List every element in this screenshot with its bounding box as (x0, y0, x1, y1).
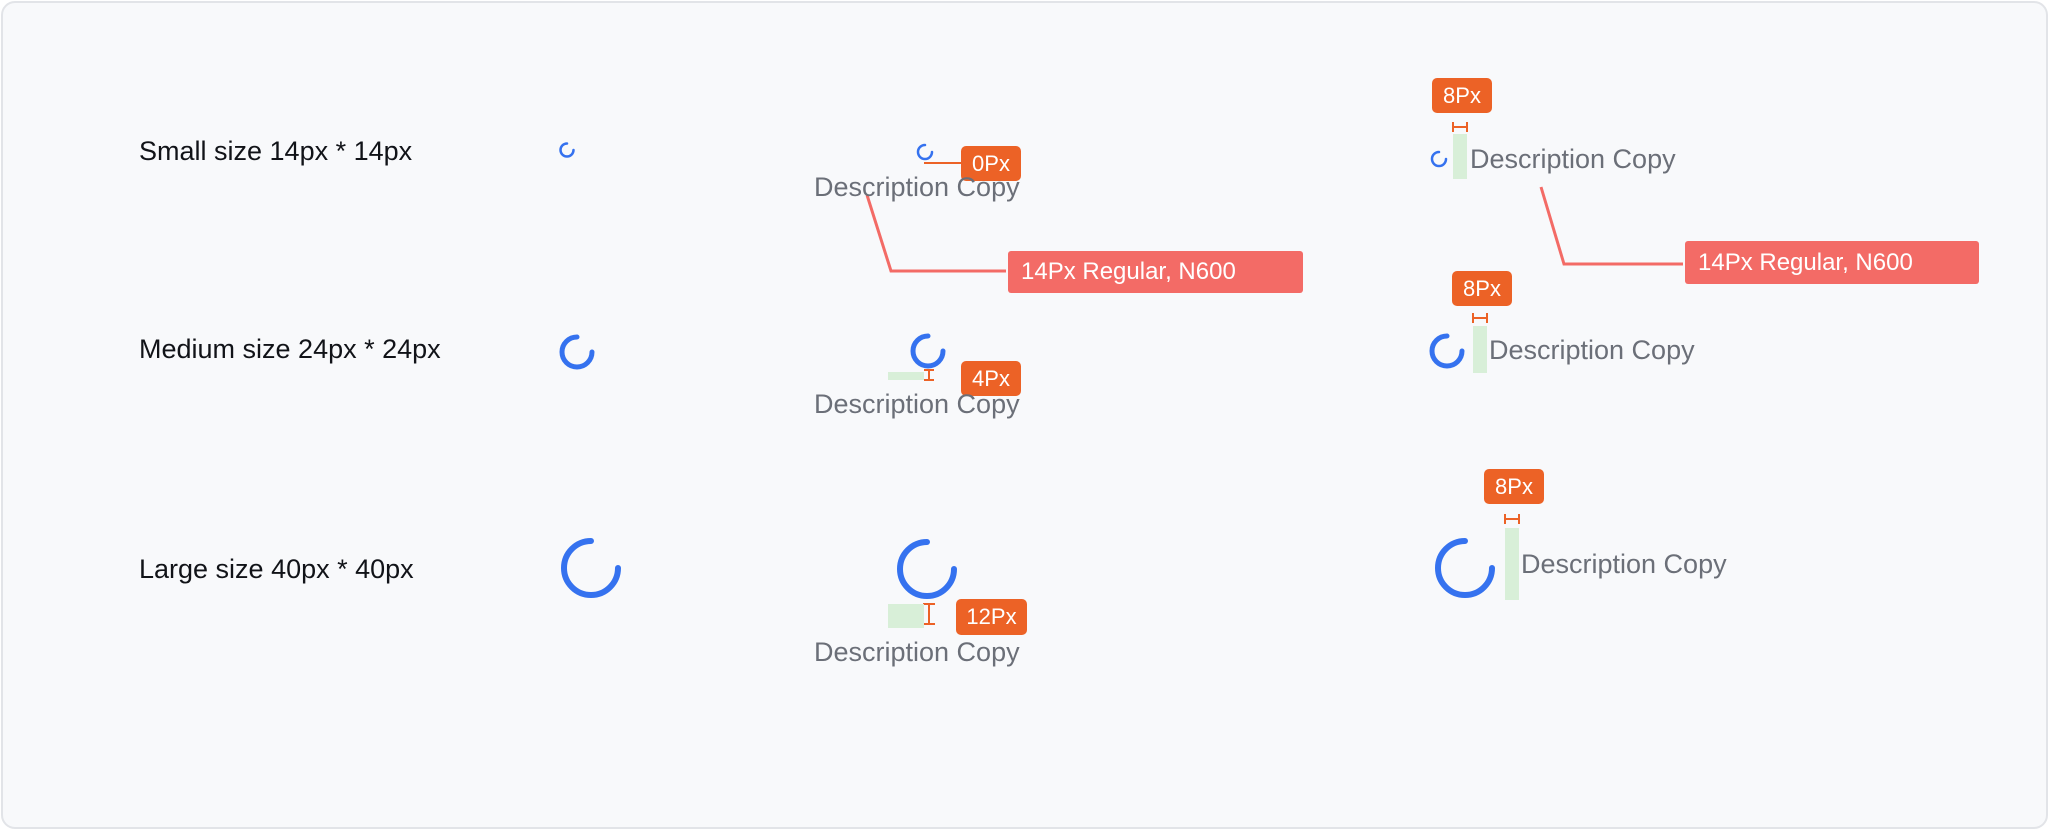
vertical-callout-leader (865, 194, 1006, 273)
spinner-medium-icon (559, 334, 595, 370)
badge-small-vertical-gap: 0Px (961, 146, 1021, 181)
spinner-small-vertical-icon (916, 143, 934, 161)
small-horizontal-marker (1452, 122, 1468, 132)
spinner-large-horizontal-icon (1435, 538, 1495, 598)
badge-small-horizontal-gap: 8Px (1432, 78, 1492, 113)
large-vertical-marker (923, 603, 935, 625)
spinner-large-vertical-icon (897, 539, 957, 599)
spinner-large-icon (561, 538, 621, 598)
description-large-horizontal: Description Copy (1521, 549, 1727, 579)
gap-small-horizontal (1453, 134, 1467, 179)
badge-medium-vertical-gap: 4Px (961, 361, 1021, 396)
typography-callout-horizontal: 14Px Regular, N600 (1685, 241, 1979, 284)
description-small-vertical: Description Copy (814, 172, 1020, 202)
description-small-horizontal: Description Copy (1470, 144, 1676, 174)
spinner-medium-vertical-icon (910, 333, 946, 369)
spinner-small-horizontal-icon (1430, 150, 1448, 168)
medium-horizontal-marker (1472, 313, 1488, 323)
badge-medium-horizontal-gap: 8Px (1452, 271, 1512, 306)
badge-large-vertical-gap: 12Px (956, 599, 1027, 635)
row-label-small: Small size 14px * 14px (139, 136, 413, 166)
description-medium-horizontal: Description Copy (1489, 335, 1695, 365)
horizontal-callout-leader (1539, 186, 1683, 266)
row-label-large: Large size 40px * 40px (139, 554, 414, 584)
spinner-small-icon (559, 142, 575, 158)
gap-large-horizontal (1505, 528, 1519, 600)
large-horizontal-marker (1504, 514, 1520, 524)
medium-vertical-marker (924, 369, 934, 381)
typography-callout-vertical: 14Px Regular, N600 (1008, 251, 1303, 293)
gap-medium-vertical (888, 372, 924, 380)
annotation-lines (865, 122, 1683, 625)
description-medium-vertical: Description Copy (814, 389, 1020, 419)
description-large-vertical: Description Copy (814, 637, 1020, 667)
gap-large-vertical (888, 604, 924, 628)
badge-large-horizontal-gap: 8Px (1484, 469, 1544, 504)
gap-medium-horizontal (1473, 326, 1487, 373)
spinner-medium-horizontal-icon (1429, 333, 1465, 369)
row-label-medium: Medium size 24px * 24px (139, 334, 441, 364)
